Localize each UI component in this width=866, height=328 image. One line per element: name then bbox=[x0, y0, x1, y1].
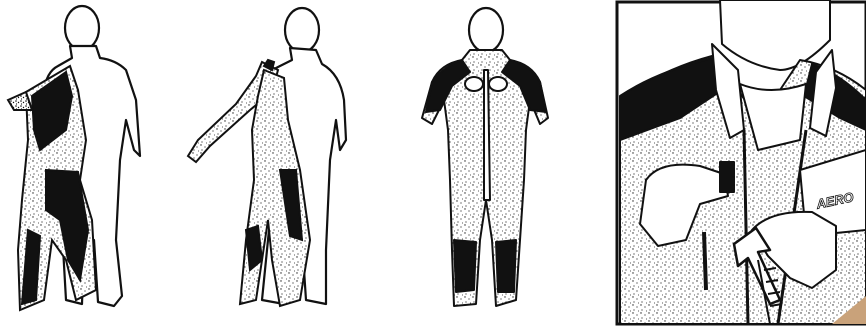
step-1-figure bbox=[8, 6, 140, 310]
step-2-figure bbox=[188, 8, 346, 306]
step-3-figure bbox=[422, 8, 548, 306]
person-outline bbox=[469, 8, 503, 52]
step-4-closeup-panel: AERO bbox=[617, 0, 866, 324]
worn-suit bbox=[422, 50, 548, 306]
